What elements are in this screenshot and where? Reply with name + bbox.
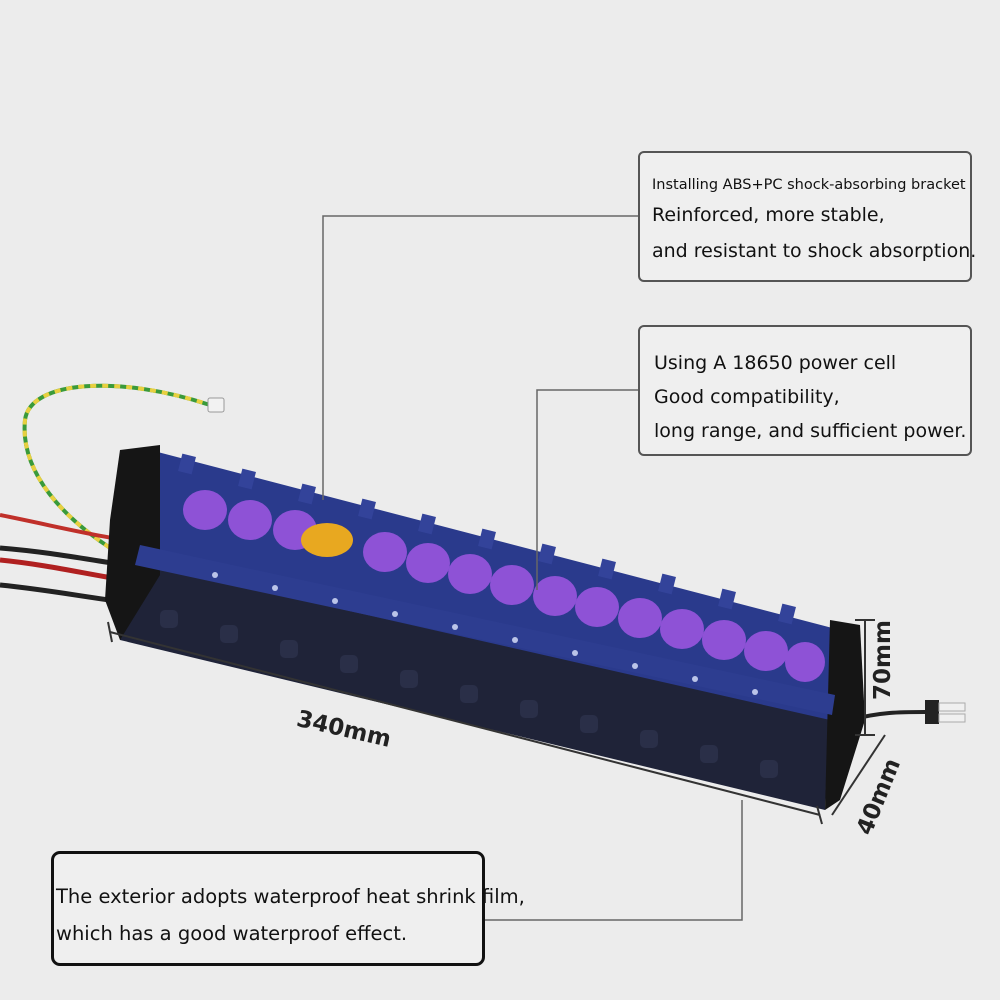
callout-cell-line2: Good compatibility,: [654, 386, 840, 408]
output-connector: [849, 700, 966, 724]
callout-cell-line3: long range, and sufficient power.: [654, 420, 967, 442]
callout-bracket-line2: Reinforced, more stable,: [652, 204, 885, 226]
callout-cell-line1: Using A 18650 power cell: [654, 352, 897, 374]
balance-wire: [22, 383, 225, 562]
dimension-lines: [107, 619, 886, 825]
insulator-pad: [301, 523, 353, 557]
power-cells: [183, 490, 825, 682]
callout-film-line1: The exterior adopts waterproof heat shri…: [56, 885, 525, 908]
callout-bracket: Installing ABS+PC shock-absorbing bracke…: [638, 151, 977, 282]
callout-power-cell: Using A 18650 power cell Good compatibil…: [638, 325, 972, 456]
dimension-height-label: 70mm: [870, 620, 896, 700]
callout-film-line2: which has a good waterproof effect.: [56, 922, 408, 945]
callout-bracket-heading: Installing ABS+PC shock-absorbing bracke…: [652, 177, 966, 193]
callout-waterproof-film: The exterior adopts waterproof heat shri…: [51, 851, 525, 966]
leader-lines: [322, 215, 743, 921]
battery-pack: [105, 445, 865, 810]
callout-bracket-line3: and resistant to shock absorption.: [652, 240, 977, 262]
